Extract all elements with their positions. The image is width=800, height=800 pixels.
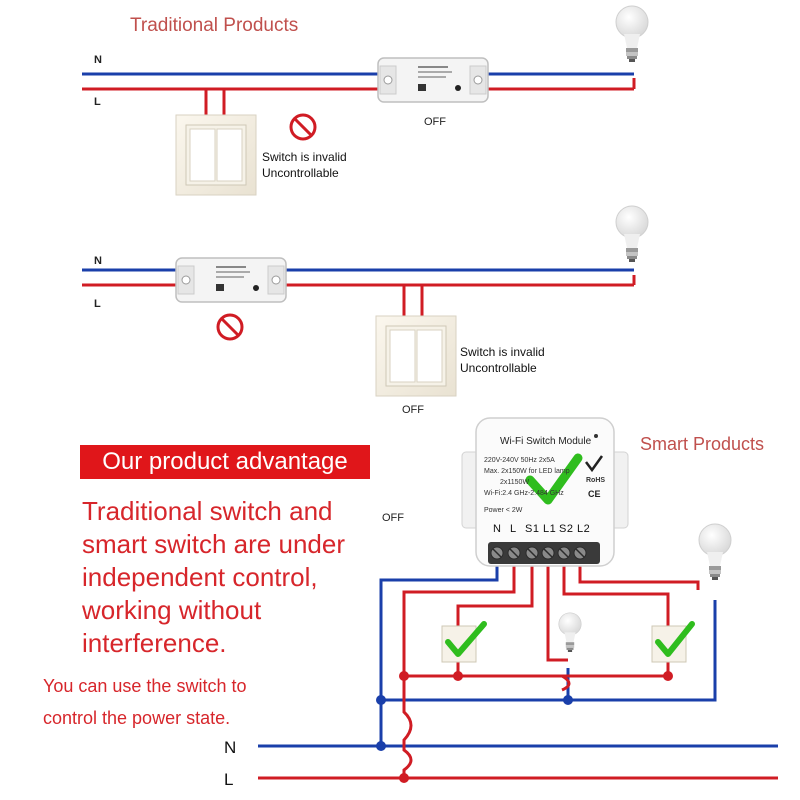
rohs-mark: RoHS: [586, 477, 606, 484]
light-bulb-icon: [558, 612, 582, 653]
terminal-label: L1: [543, 523, 557, 535]
module-spec: 220V-240V 50Hz 2x5A: [484, 457, 555, 464]
check-icon: [655, 621, 695, 657]
neutral-label: N: [94, 255, 102, 267]
panel-2-wiring: [82, 205, 649, 397]
wifi-switch-module: [461, 417, 629, 567]
invalid-note-line1: Switch is invalid: [460, 345, 545, 359]
wall-switch-right: [651, 621, 695, 663]
check-icon: [445, 621, 487, 657]
use-note-line1: You can use the switch to: [43, 676, 247, 696]
terminal-label: L2: [577, 523, 591, 535]
off-label: OFF: [382, 512, 404, 524]
wall-switch: [175, 114, 257, 196]
terminal-label: S1: [525, 523, 540, 535]
invalid-note-line1: Switch is invalid: [262, 150, 347, 164]
smart-products-title: Smart Products: [640, 434, 765, 454]
light-bulb-icon: [615, 5, 649, 63]
relay-off-label: OFF: [424, 116, 446, 128]
live-label: L: [94, 96, 101, 108]
module-title: Wi-Fi Switch Module: [500, 436, 592, 447]
light-bulb-icon: [615, 205, 649, 263]
smart-relay: [175, 257, 287, 303]
advantage-badge: Our product advantage: [80, 445, 370, 479]
terminal-label: N: [493, 523, 502, 535]
neutral-label: N: [94, 54, 102, 66]
module-spec: 2x1150W: [500, 479, 530, 486]
module-spec: Max. 2x150W for LED lamp: [484, 468, 570, 475]
panel-3-wiring: [258, 417, 778, 783]
neutral-label: N: [224, 738, 237, 757]
light-bulb-icon: [698, 523, 732, 581]
switch-off-label: OFF: [402, 404, 424, 416]
wall-switch: [375, 315, 457, 397]
panel-1-wiring: [82, 5, 649, 196]
check-icon: [525, 453, 583, 505]
terminal-label: S2: [559, 523, 574, 535]
invalid-note-line2: Uncontrollable: [460, 361, 537, 375]
live-label: L: [224, 770, 234, 789]
prohibited-icon: [216, 313, 244, 341]
ce-mark: CE: [588, 489, 601, 499]
prohibited-icon: [289, 113, 317, 141]
traditional-products-title: Traditional Products: [130, 15, 299, 36]
live-label: L: [94, 298, 101, 310]
advantage-text: Traditional switch and smart switch are …: [82, 496, 345, 658]
smart-relay: [377, 57, 489, 103]
terminal-label: L: [510, 523, 517, 535]
module-spec: Wi-Fi:2.4 GHz-2.484 GHz: [484, 490, 564, 497]
module-spec: Power < 2W: [484, 507, 523, 514]
invalid-note-line2: Uncontrollable: [262, 166, 339, 180]
wall-switch-left: [441, 621, 487, 663]
use-note-line2: control the power state.: [43, 708, 231, 728]
